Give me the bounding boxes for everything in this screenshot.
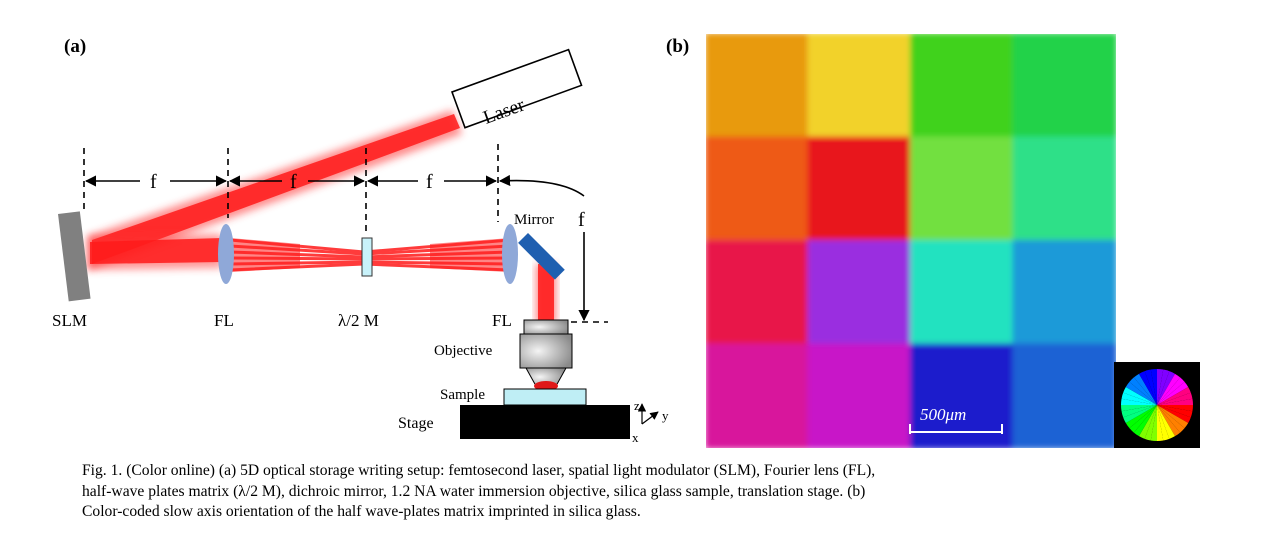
- f-label-2: f: [290, 171, 297, 193]
- wheel-segment: [1157, 405, 1193, 412]
- wheel-segment: [1121, 398, 1157, 405]
- wheel-segment: [1139, 405, 1157, 439]
- wheel-segment: [1157, 405, 1191, 423]
- caption-line-1: Fig. 1. (Color online) (a) 5D optical st…: [82, 462, 876, 479]
- matrix-tile: [807, 240, 912, 346]
- wheel-segment: [1157, 405, 1189, 429]
- waveplate-matrix: 500μm: [706, 34, 1116, 448]
- figure: (a) (b): [52, 34, 1200, 448]
- wheel-segment: [1150, 405, 1157, 441]
- f-label-3: f: [426, 171, 433, 193]
- mirror-label: Mirror: [514, 212, 554, 228]
- scale-bar: [909, 424, 1003, 434]
- objective-label: Objective: [434, 343, 493, 359]
- slm-panel: [58, 211, 91, 302]
- wheel-segment: [1157, 398, 1193, 405]
- fl-left-label: FL: [214, 311, 234, 330]
- wheel-segment: [1133, 405, 1157, 437]
- matrix-tile: [1012, 136, 1116, 242]
- matrix-tile: [1012, 240, 1116, 346]
- wheel-segment: [1157, 405, 1175, 439]
- wheel-segment: [1157, 373, 1181, 405]
- beam-slm-to-fl: [88, 234, 222, 270]
- dimension-arrows: [84, 174, 590, 322]
- wheel-segment: [1121, 392, 1157, 405]
- wheel-segment: [1121, 405, 1157, 412]
- wheel-segment: [1157, 377, 1185, 405]
- matrix-tile: [706, 136, 810, 242]
- wheel-segment: [1157, 387, 1191, 405]
- axis-indicator: [637, 403, 659, 425]
- figure-caption: Fig. 1. (Color online) (a) 5D optical st…: [82, 461, 1222, 523]
- wheel-segment: [1157, 405, 1185, 433]
- fourier-lens-left: [218, 224, 234, 284]
- wheel-segment: [1157, 369, 1164, 405]
- wheel-segment: [1121, 405, 1157, 418]
- objective-lens: [519, 319, 573, 391]
- wheel-segment: [1129, 377, 1157, 405]
- matrix-tile: [706, 240, 810, 346]
- matrix-tile: [807, 136, 912, 242]
- beam-to-objective: [536, 264, 556, 324]
- fourier-lens-right: [502, 224, 518, 284]
- matrix-tiles: [706, 34, 1116, 448]
- scale-bar-label: 500μm: [920, 405, 966, 424]
- axis-x: x: [632, 430, 639, 445]
- dichroic-mirror: [518, 233, 565, 280]
- matrix-tile: [910, 240, 1015, 346]
- translation-stage: [460, 405, 630, 439]
- panel-b-label: (b): [666, 36, 690, 57]
- wheel-segment: [1123, 405, 1157, 423]
- wheel-segment: [1157, 392, 1193, 405]
- wheel-segment: [1157, 405, 1181, 437]
- wheel-segment: [1144, 369, 1157, 405]
- wheel-segment: [1139, 371, 1157, 405]
- fl-right-label: FL: [492, 311, 512, 330]
- orientation-color-wheel: [1114, 362, 1200, 448]
- caption-line-3: Color-coded slow axis orientation of the…: [82, 503, 641, 520]
- wheel-segment: [1157, 371, 1175, 405]
- laser-box: [450, 48, 583, 129]
- matrix-tile: [706, 34, 810, 139]
- wheel-segment: [1157, 381, 1189, 405]
- matrix-tile: [807, 34, 912, 139]
- wheel-segment: [1125, 381, 1157, 405]
- axis-y: y: [662, 408, 669, 423]
- wheel-segment: [1129, 405, 1157, 433]
- matrix-tile: [910, 343, 1015, 448]
- matrix-tile: [706, 343, 810, 448]
- half-wave-plate: [361, 237, 373, 277]
- setup-diagram: Laser f f f f Mirror SLM FL λ/2 M FL: [52, 48, 669, 445]
- wheel-segment: [1150, 369, 1157, 405]
- fan-beams-glow: [230, 238, 510, 272]
- matrix-tile: [1012, 34, 1116, 139]
- stage-label: Stage: [398, 415, 434, 432]
- wheel-segment: [1123, 387, 1157, 405]
- f-label-4: f: [578, 209, 585, 231]
- sample-glass: [503, 388, 587, 406]
- matrix-tile: [1012, 343, 1116, 448]
- wheel-segment: [1157, 405, 1193, 418]
- wheel-segment: [1157, 405, 1164, 441]
- laser-beam: [88, 110, 462, 270]
- wheel-segment: [1157, 405, 1170, 441]
- panel-a-label: (a): [64, 36, 87, 57]
- caption-line-2: half-wave plates matrix (λ/2 M), dichroi…: [82, 482, 866, 500]
- matrix-tile: [910, 136, 1015, 242]
- matrix-tile: [910, 34, 1015, 139]
- sample-label: Sample: [440, 387, 485, 403]
- slm-label: SLM: [52, 311, 87, 330]
- wheel-segment: [1133, 373, 1157, 405]
- wheel-segment: [1125, 405, 1157, 429]
- matrix-tile: [807, 343, 912, 448]
- half-wave-label: λ/2 M: [338, 311, 379, 330]
- dashed-guides: [83, 144, 608, 323]
- axis-z: z: [634, 398, 640, 413]
- f-label-1: f: [150, 171, 157, 193]
- wheel-segment: [1157, 369, 1170, 405]
- wheel-segment: [1144, 405, 1157, 441]
